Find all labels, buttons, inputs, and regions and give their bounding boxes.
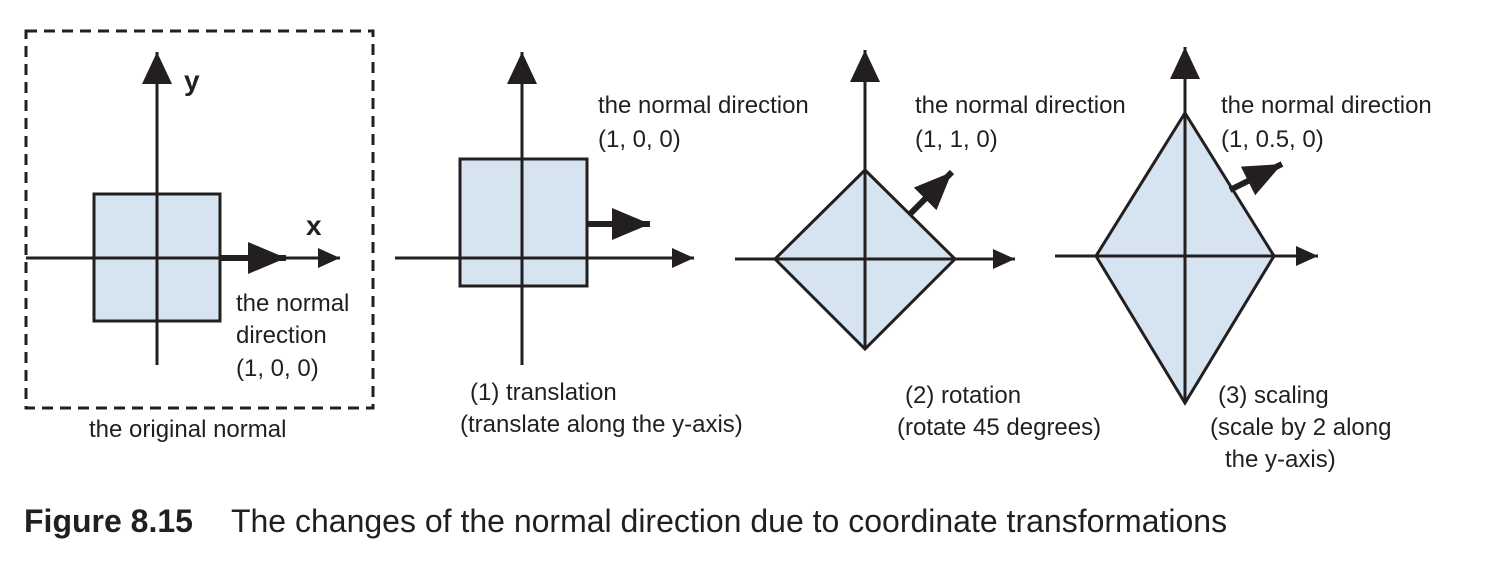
normal-label-line-2: (1, 0, 0) [598,126,681,153]
panel-caption-line-2: (rotate 45 degrees) [897,414,1101,441]
figure-caption-text: The changes of the normal direction due … [230,503,1228,539]
panel-caption-line-1: (2) rotation [905,382,1021,409]
normal-label-line-2: direction [236,322,327,349]
normal-arrow [1228,161,1284,196]
panel-caption: the original normal [89,416,286,443]
panel-caption-line-2: (scale by 2 along [1210,414,1391,441]
normal-label-line-1: the normal direction [598,92,809,119]
panel-rotation: the normal direction (1, 1, 0) (2) rotat… [735,50,1126,441]
panel-scaling: the normal direction (1, 0.5, 0) (3) sca… [1055,47,1432,473]
normal-label-line-3: (1, 0, 0) [236,355,319,382]
panel-caption-line-2: (translate along the y-axis) [460,411,743,438]
panel-caption-line-1: (3) scaling [1218,382,1329,409]
panel-original: y x the normal direction (1, 0, 0) the o… [24,29,375,443]
panel-caption-line-1: (1) translation [470,379,617,406]
normal-label-line-2: (1, 0.5, 0) [1221,126,1324,153]
panel-caption-line-3: the y-axis) [1225,446,1336,473]
normal-label-line-1: the normal direction [1221,92,1432,119]
x-axis-label: x [306,210,322,241]
normal-label-line-1: the normal [236,290,349,317]
normal-label-line-2: (1, 1, 0) [915,126,998,153]
y-axis-label: y [184,65,200,96]
panel-translation: the normal direction (1, 0, 0) (1) trans… [395,52,809,438]
normal-label-line-1: the normal direction [915,92,1126,119]
figure-caption: Figure 8.15 The changes of the normal dir… [24,503,1227,540]
normal-arrow [907,169,955,217]
figure-number: Figure 8.15 [24,503,193,539]
